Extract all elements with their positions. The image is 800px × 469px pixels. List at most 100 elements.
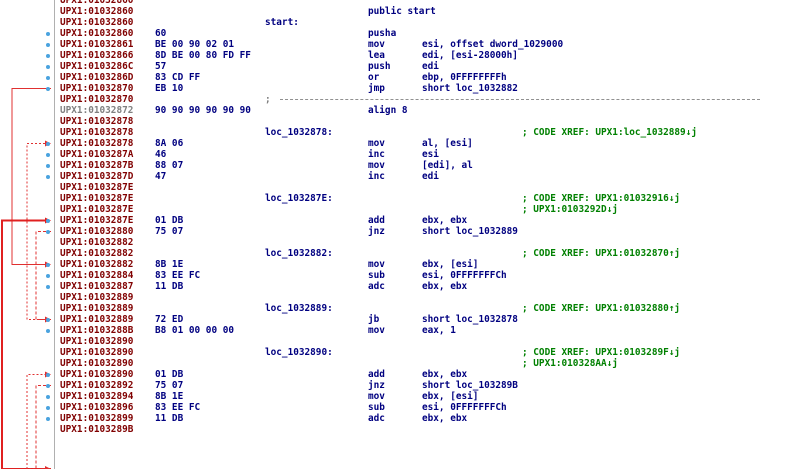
address[interactable]: UPX1:01032860 bbox=[60, 28, 134, 39]
listing-row[interactable]: UPX1:0103289B bbox=[60, 424, 800, 435]
address[interactable]: UPX1:0103287E bbox=[60, 193, 134, 204]
address[interactable]: UPX1:0103287D bbox=[60, 171, 134, 182]
address[interactable]: UPX1:01032889 bbox=[60, 314, 134, 325]
address[interactable]: UPX1:0103287E bbox=[60, 204, 134, 215]
address[interactable]: UPX1:01032870 bbox=[60, 94, 134, 105]
address[interactable]: UPX1:01032860 bbox=[60, 0, 134, 6]
operands[interactable]: short loc_1032889 bbox=[422, 226, 518, 237]
operands[interactable]: ebp, 0FFFFFFFFh bbox=[422, 72, 507, 83]
operands[interactable]: short loc_103289B bbox=[422, 380, 518, 391]
breakpoint-bullet-icon[interactable] bbox=[46, 405, 50, 410]
operands[interactable]: esi, 0FFFFFFFCh bbox=[422, 402, 507, 413]
address[interactable]: UPX1:01032887 bbox=[60, 281, 134, 292]
address[interactable]: UPX1:01032890 bbox=[60, 347, 134, 358]
breakpoint-bullet-icon[interactable] bbox=[46, 86, 50, 91]
operands[interactable]: ebx, [esi] bbox=[422, 259, 479, 270]
operands[interactable]: edi bbox=[422, 171, 439, 182]
address[interactable]: UPX1:01032896 bbox=[60, 402, 134, 413]
breakpoint-bullet-icon[interactable] bbox=[46, 328, 50, 333]
address[interactable]: UPX1:01032884 bbox=[60, 270, 134, 281]
breakpoint-bullet-icon[interactable] bbox=[46, 262, 50, 267]
address[interactable]: UPX1:01032878 bbox=[60, 127, 134, 138]
breakpoint-bullet-icon[interactable] bbox=[46, 383, 50, 388]
breakpoint-bullet-icon[interactable] bbox=[46, 229, 50, 234]
address[interactable]: UPX1:01032890 bbox=[60, 369, 134, 380]
operands[interactable]: short loc_1032882 bbox=[422, 83, 518, 94]
listing-row[interactable]: UPX1:01032860 bbox=[60, 0, 800, 6]
listing-row[interactable]: UPX1:01032882 bbox=[60, 237, 800, 248]
code-label[interactable]: loc_1032889: bbox=[265, 303, 333, 314]
address[interactable]: UPX1:01032880 bbox=[60, 226, 134, 237]
code-label[interactable]: loc_103287E: bbox=[265, 193, 333, 204]
operands[interactable]: ebx, ebx bbox=[422, 215, 468, 226]
operands[interactable]: esi bbox=[422, 149, 439, 160]
operands[interactable]: al, [esi] bbox=[422, 138, 473, 149]
operands[interactable]: esi, 0FFFFFFFCh bbox=[422, 270, 507, 281]
address[interactable]: UPX1:0103287E bbox=[60, 215, 134, 226]
breakpoint-bullet-icon[interactable] bbox=[46, 416, 50, 421]
address[interactable]: UPX1:01032878 bbox=[60, 116, 134, 127]
address[interactable]: UPX1:01032878 bbox=[60, 138, 134, 149]
address[interactable]: UPX1:01032872 bbox=[60, 105, 134, 116]
address[interactable]: UPX1:0103286D bbox=[60, 72, 134, 83]
listing-row[interactable]: UPX1:01032870; bbox=[60, 94, 800, 105]
address[interactable]: UPX1:0103289B bbox=[60, 424, 134, 435]
listing-row[interactable]: UPX1:01032878 bbox=[60, 116, 800, 127]
breakpoint-bullet-icon[interactable] bbox=[46, 31, 50, 36]
operands[interactable]: [edi], al bbox=[422, 160, 473, 171]
address[interactable]: UPX1:01032892 bbox=[60, 380, 134, 391]
operands[interactable]: edi bbox=[422, 61, 439, 72]
address[interactable]: UPX1:01032861 bbox=[60, 39, 134, 50]
operands[interactable]: ebx, ebx bbox=[422, 413, 468, 424]
address[interactable]: UPX1:01032882 bbox=[60, 237, 134, 248]
address[interactable]: UPX1:01032889 bbox=[60, 303, 134, 314]
address[interactable]: UPX1:0103288B bbox=[60, 325, 134, 336]
address[interactable]: UPX1:01032890 bbox=[60, 358, 134, 369]
operands[interactable]: ebx, ebx bbox=[422, 369, 468, 380]
operands[interactable]: edi, [esi-28000h] bbox=[422, 50, 518, 61]
address[interactable]: UPX1:0103287E bbox=[60, 182, 134, 193]
breakpoint-bullet-icon[interactable] bbox=[46, 141, 50, 146]
code-label[interactable]: loc_1032882: bbox=[265, 248, 333, 259]
code-label[interactable]: loc_1032878: bbox=[265, 127, 333, 138]
breakpoint-bullet-icon[interactable] bbox=[46, 284, 50, 289]
breakpoint-bullet-icon[interactable] bbox=[46, 394, 50, 399]
breakpoint-bullet-icon[interactable] bbox=[46, 218, 50, 223]
operands[interactable]: short loc_1032878 bbox=[422, 314, 518, 325]
operands[interactable]: ebx, [esi] bbox=[422, 391, 479, 402]
address[interactable]: UPX1:0103287A bbox=[60, 149, 134, 160]
address[interactable]: UPX1:01032882 bbox=[60, 248, 134, 259]
address[interactable]: UPX1:01032890 bbox=[60, 336, 134, 347]
operands[interactable]: ebx, ebx bbox=[422, 281, 468, 292]
address[interactable]: UPX1:01032894 bbox=[60, 391, 134, 402]
breakpoint-bullet-icon[interactable] bbox=[46, 163, 50, 168]
address[interactable]: UPX1:0103286C bbox=[60, 61, 134, 72]
address[interactable]: UPX1:01032866 bbox=[60, 50, 134, 61]
breakpoint-bullet-icon[interactable] bbox=[46, 42, 50, 47]
breakpoint-bullet-icon[interactable] bbox=[46, 317, 50, 322]
